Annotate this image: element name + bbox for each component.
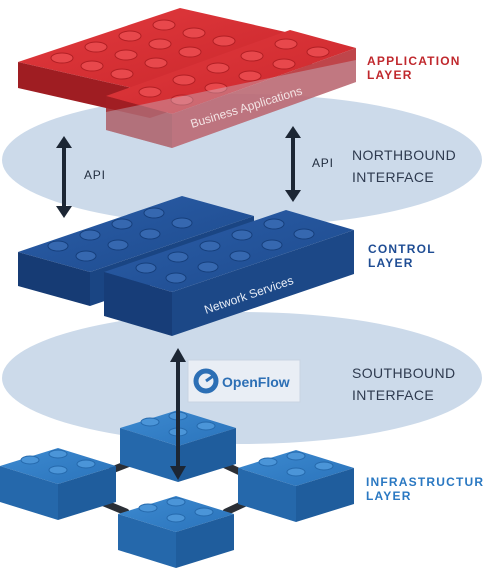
southbound-interface-label: SOUTHBOUND INTERFACE bbox=[352, 362, 456, 406]
northbound-api-arrow-right bbox=[285, 126, 301, 202]
infra-brick-right bbox=[238, 450, 354, 522]
application-brick-front bbox=[106, 30, 356, 148]
api-label-right: API bbox=[312, 156, 334, 170]
control-brick-front bbox=[104, 210, 354, 336]
openflow-logo: OpenFlow bbox=[187, 359, 301, 403]
infra-brick-bottom bbox=[118, 496, 234, 568]
northbound-line1: NORTHBOUND bbox=[352, 147, 457, 163]
infrastructure-layer-title-line2: LAYER bbox=[366, 489, 412, 503]
application-layer-title-line2: LAYER bbox=[367, 68, 413, 82]
infrastructure-layer-title-line1: INFRASTRUCTURE bbox=[366, 475, 485, 489]
northbound-interface-label: NORTHBOUND INTERFACE bbox=[352, 144, 456, 188]
northbound-line2: INTERFACE bbox=[352, 169, 435, 185]
infrastructure-layer-title: INFRASTRUCTURE LAYER bbox=[366, 475, 485, 503]
openflow-logo-text: OpenFlow bbox=[222, 374, 290, 390]
southbound-line2: INTERFACE bbox=[352, 387, 435, 403]
southbound-line1: SOUTHBOUND bbox=[352, 365, 456, 381]
control-layer-title-line1: CONTROL bbox=[368, 242, 436, 256]
api-label-left: API bbox=[84, 168, 106, 182]
infra-brick-left bbox=[0, 448, 116, 520]
control-layer-title: CONTROL LAYER bbox=[368, 242, 436, 270]
application-layer-title: APPLICATION LAYER bbox=[367, 54, 461, 82]
application-layer-title-line1: APPLICATION bbox=[367, 54, 461, 68]
northbound-api-arrow-left bbox=[56, 136, 72, 218]
control-layer-title-line2: LAYER bbox=[368, 256, 414, 270]
southbound-arrow bbox=[170, 348, 186, 480]
